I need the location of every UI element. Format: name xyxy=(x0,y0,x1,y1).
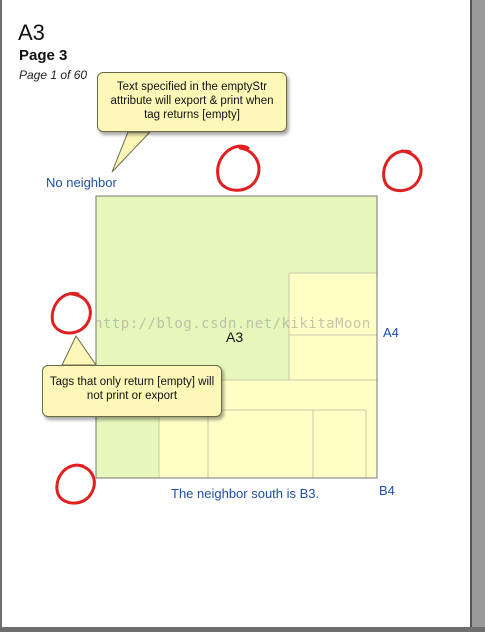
callout-bottom-pointer xyxy=(61,335,97,366)
callout-empty-tags: Tags that only return [empty] will not p… xyxy=(42,365,222,417)
page-count: Page 1 of 60 xyxy=(19,68,88,82)
east-neighbor-label: A4 xyxy=(383,325,399,340)
neighbor-area-yellow xyxy=(96,273,377,478)
callout-emptystr: Text specified in the emptyStr attribute… xyxy=(97,72,287,132)
right-frame-edge xyxy=(470,0,472,632)
southeast-neighbor-label: B4 xyxy=(379,483,395,498)
map-center-label: A3 xyxy=(226,329,244,345)
red-circle-northeast xyxy=(382,149,423,193)
page-name: Page 3 xyxy=(19,47,68,64)
bottom-frame-border xyxy=(0,627,485,632)
left-frame-border xyxy=(0,0,2,632)
map-frame-outline xyxy=(95,195,378,479)
page-id-title: A3 xyxy=(18,20,45,45)
callout-top-pointer xyxy=(111,131,152,173)
south-neighbor-label: The neighbor south is B3. xyxy=(171,486,320,501)
red-circle-southwest xyxy=(55,463,96,505)
watermark-text: http://blog.csdn.net/kikitaMoon xyxy=(94,316,371,332)
right-frame-border xyxy=(470,0,485,632)
red-circle-west xyxy=(50,291,92,335)
red-circle-north xyxy=(216,144,261,192)
north-neighbor-label: No neighbor xyxy=(46,175,117,190)
